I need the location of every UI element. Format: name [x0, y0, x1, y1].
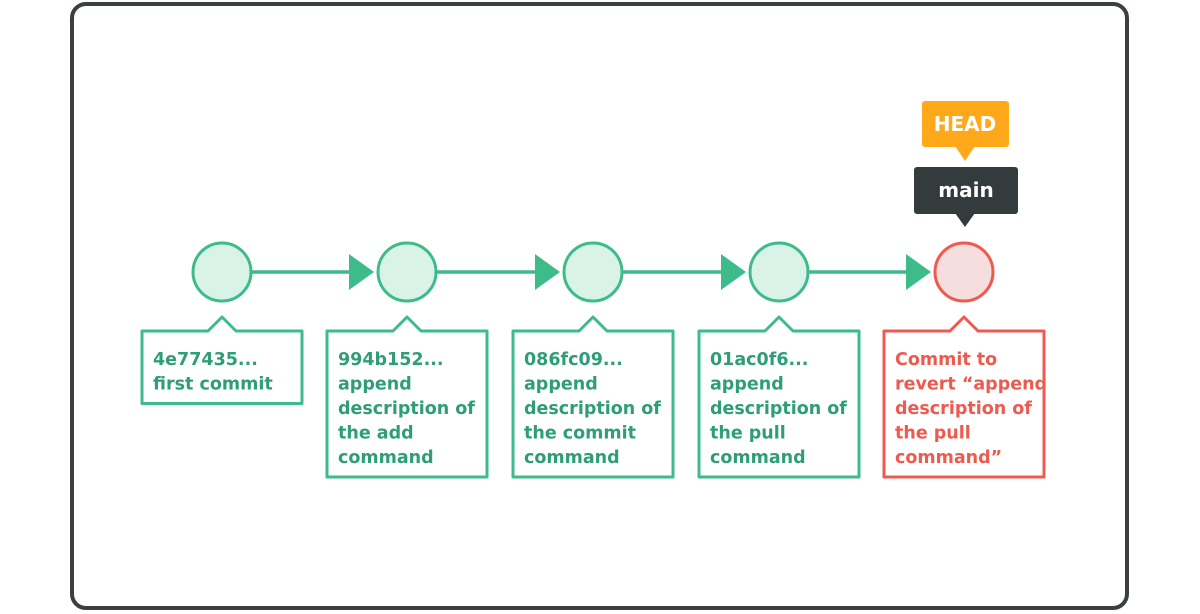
commit-message-line: append	[338, 375, 412, 395]
label-box	[140, 315, 304, 405]
commit-message-line: append	[710, 375, 784, 395]
commit-message-line: command	[710, 448, 806, 468]
commit-label: 01ac0f6... append description of the pull co…	[697, 315, 861, 479]
revert-commit-node[interactable]	[933, 241, 995, 303]
commit-nodes	[191, 241, 995, 303]
commit-message-line: description of	[895, 399, 1032, 419]
commit-connectors	[251, 254, 931, 290]
connector-arrowhead	[349, 254, 374, 290]
label-box	[325, 315, 489, 479]
commit-message-line: first commit	[153, 375, 273, 395]
connector-arrowhead	[535, 254, 560, 290]
commit-message-line: revert “append	[895, 375, 1047, 395]
commit-message-line: the commit	[524, 424, 636, 444]
head-label: HEAD	[934, 112, 996, 136]
commit-message-line: description of	[710, 399, 847, 419]
branch-pointer-arrow	[955, 213, 975, 227]
connector-arrowhead	[721, 254, 746, 290]
commit-hash: 994b152...	[338, 350, 444, 370]
connector-arrowhead	[906, 254, 931, 290]
commit-message-line: command	[338, 448, 434, 468]
commit-hash: 01ac0f6...	[710, 350, 808, 370]
commit-hash: 086fc09...	[524, 350, 623, 370]
commit-node[interactable]	[191, 241, 253, 303]
commit-message-line: command”	[895, 448, 1002, 468]
head-box	[922, 101, 1009, 147]
head-pointer-arrow	[955, 146, 975, 161]
head-pointer[interactable]: HEAD	[922, 101, 1009, 161]
commit-message-line: the pull	[895, 424, 971, 444]
commit-message-line: description of	[338, 399, 475, 419]
commit-hash: Commit to	[895, 350, 997, 370]
commit-message-line: command	[524, 448, 620, 468]
revert-commit-label: Commit to revert “append description of the…	[882, 315, 1047, 479]
commit-message-line: description of	[524, 399, 661, 419]
commit-node[interactable]	[748, 241, 810, 303]
commit-label: 4e77435... first commit	[140, 315, 304, 405]
label-box	[882, 315, 1046, 479]
commit-label: 994b152... append description of the add com…	[325, 315, 489, 479]
commit-message-line: the add	[338, 424, 414, 444]
commit-node[interactable]	[562, 241, 624, 303]
branch-box	[914, 167, 1018, 214]
branch-label: main	[938, 178, 993, 202]
label-box	[697, 315, 861, 479]
commit-message-line: the pull	[710, 424, 786, 444]
commit-labels: 4e77435... first commit 994b152... append de…	[140, 315, 1047, 479]
branch-pointer[interactable]: main	[914, 167, 1018, 227]
commit-message-line: append	[524, 375, 598, 395]
ref-pointers: main HEAD	[914, 101, 1018, 227]
commit-label: 086fc09... append description of the commit…	[511, 315, 675, 479]
commit-node[interactable]	[376, 241, 438, 303]
commit-hash: 4e77435...	[153, 350, 258, 370]
diagram-frame	[70, 2, 1129, 610]
label-box	[511, 315, 675, 479]
